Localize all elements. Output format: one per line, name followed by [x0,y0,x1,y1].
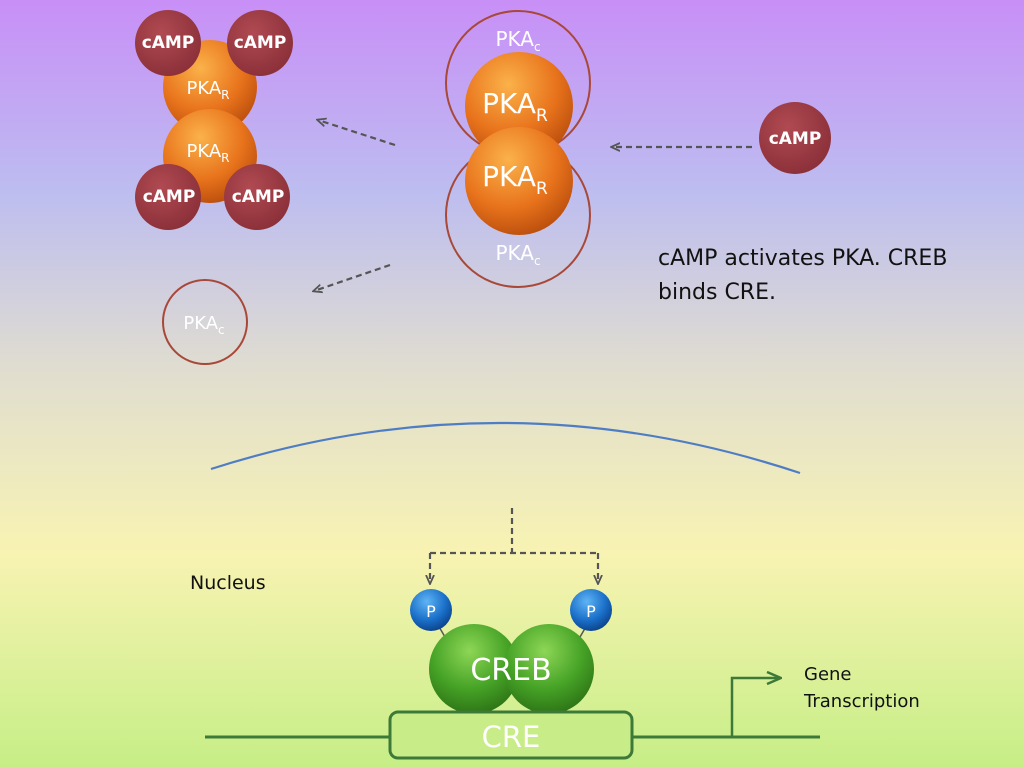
pka-r-lower-base: PKA [187,141,222,162]
pka-c-label-top: PKAc [495,27,540,54]
pka-c-bottom-base: PKA [495,241,534,265]
pka-c-free-sub: c [218,323,225,337]
camp-bound-1-label: cAMP [142,33,195,53]
camp-bound-2-label: cAMP [234,33,287,53]
caption-line-2: binds CRE. [658,280,776,305]
pka-r-top-label: PKAR [482,87,548,126]
nuclear-membrane [210,421,801,475]
pka-c-label-bottom: PKAc [495,241,540,268]
camp-free: cAMP [759,102,831,174]
caption: cAMP activates PKA. CREB binds CRE. [658,242,998,310]
camp-bound-2 [227,10,293,76]
creb-right [504,624,594,714]
pka-holoenzyme: PKAc PKAR PKAR PKAc [445,10,591,288]
gene-label-line-1: Gene [804,664,852,685]
pka-r-bottom-sub: R [536,179,548,199]
pka-r-upper-base: PKA [187,78,222,99]
pka-r-upper-sub: R [221,88,229,102]
camp-free-ball [759,102,831,174]
phosphate-left [410,589,452,631]
pka-r-upper-label: PKAR [187,78,230,102]
gene-transcription-label: Gene Transcription [804,661,920,715]
phosphate-left-label: P [426,602,436,621]
pka-r-top-base: PKA [482,87,536,120]
caption-line-1: cAMP activates PKA. CREB [658,246,948,271]
cre-box [388,710,634,760]
pka-r-lower-label: PKAR [187,141,230,165]
pka-c-free-ring [162,279,248,365]
camp-bound-3 [135,164,201,230]
pka-r-top-sub: R [536,106,548,126]
pka-r-bottom-label: PKAR [482,160,548,199]
pka-c-top-sub: c [534,40,541,54]
pka-r-camp-complex: cAMP cAMP cAMP cAMP PKAR PKAR [135,10,293,230]
camp-bound-1 [135,10,201,76]
pka-c-top-base: PKA [495,27,534,51]
pka-r-lower-sub: R [221,151,229,165]
creb-label: CREB [470,653,551,688]
camp-bound-4 [224,164,290,230]
arrow-pka-to-free-c [314,263,391,291]
creb-left [429,624,519,714]
phosphate-right [570,589,612,631]
pka-r-bottom-base: PKA [482,160,536,193]
gene-label-line-2: Transcription [804,691,920,712]
phosphate-right-label: P [586,602,596,621]
camp-bound-3-label: cAMP [143,187,196,207]
camp-bound-4-label: cAMP [232,187,285,207]
arrow-pka-to-bound-r [318,120,396,147]
cre-label: CRE [482,720,541,754]
pka-r-bottom [465,127,573,235]
creb-dimer: CREB P P [410,589,612,714]
pka-r-top [465,52,573,160]
pka-c-free-base: PKA [183,313,218,334]
nucleus-label: Nucleus [190,572,266,594]
pka-c-free-label: PKAc [183,313,224,337]
cre-element: CRE [388,710,634,760]
pka-c-free: PKAc [162,279,248,365]
pka-c-bottom-sub: c [534,254,541,268]
transcription-arrow [730,678,780,737]
camp-free-label: cAMP [769,129,822,149]
phosphorylation-arrow [430,508,598,583]
